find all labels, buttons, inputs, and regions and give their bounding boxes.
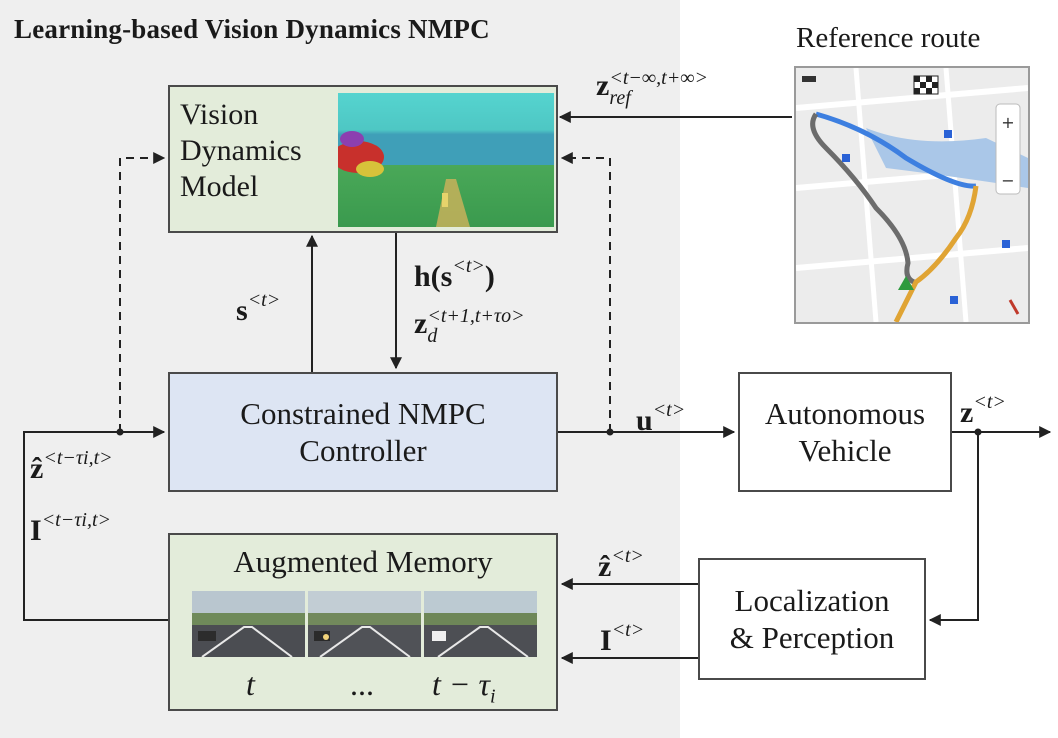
u-label: u<t> xyxy=(636,399,686,437)
memory-label-t-tau: t − τi xyxy=(432,666,496,708)
svg-text:+: + xyxy=(1001,113,1014,132)
memory-label-ellipsis: ... xyxy=(350,666,374,702)
map-route-icon: + − xyxy=(794,66,1030,324)
z-label: z<t> xyxy=(960,391,1006,429)
memory-frames xyxy=(192,591,538,657)
nmpc-controller-block: Constrained NMPC Controller xyxy=(168,372,558,492)
s-label: s<t> xyxy=(236,289,281,327)
vision-dynamics-model-block: Vision Dynamics Model xyxy=(168,85,558,233)
reference-route-label: Reference route xyxy=(796,22,981,54)
memory-frame xyxy=(308,591,421,657)
memory-frame xyxy=(424,591,537,657)
h-s-label: h(s<t>) xyxy=(414,255,495,293)
I-history-label: I<t−τi,t> xyxy=(30,509,112,547)
vision-dynamics-model-label: Vision Dynamics Model xyxy=(180,98,302,203)
memory-frame xyxy=(192,591,305,657)
localization-perception-block: Localization & Perception xyxy=(698,558,926,680)
z-hat-history-label: ẑ<t−τi,t> xyxy=(30,447,113,485)
memory-label-t: t xyxy=(246,666,255,702)
segmentation-image xyxy=(338,93,554,227)
I-loc-label: I<t> xyxy=(600,619,645,657)
z-hat-loc-label: ẑ<t> xyxy=(598,545,644,583)
z-ref-label: z<t−∞,t+∞>ref xyxy=(596,67,708,109)
augmented-memory-title: Augmented Memory xyxy=(233,544,493,579)
svg-text:−: − xyxy=(1001,171,1014,190)
augmented-memory-block: Augmented Memory xyxy=(168,533,558,711)
diagram-title: Learning-based Vision Dynamics NMPC xyxy=(14,14,490,44)
z-d-label: z<t+1,t+τo>d xyxy=(414,305,525,347)
autonomous-vehicle-block: Autonomous Vehicle xyxy=(738,372,952,492)
